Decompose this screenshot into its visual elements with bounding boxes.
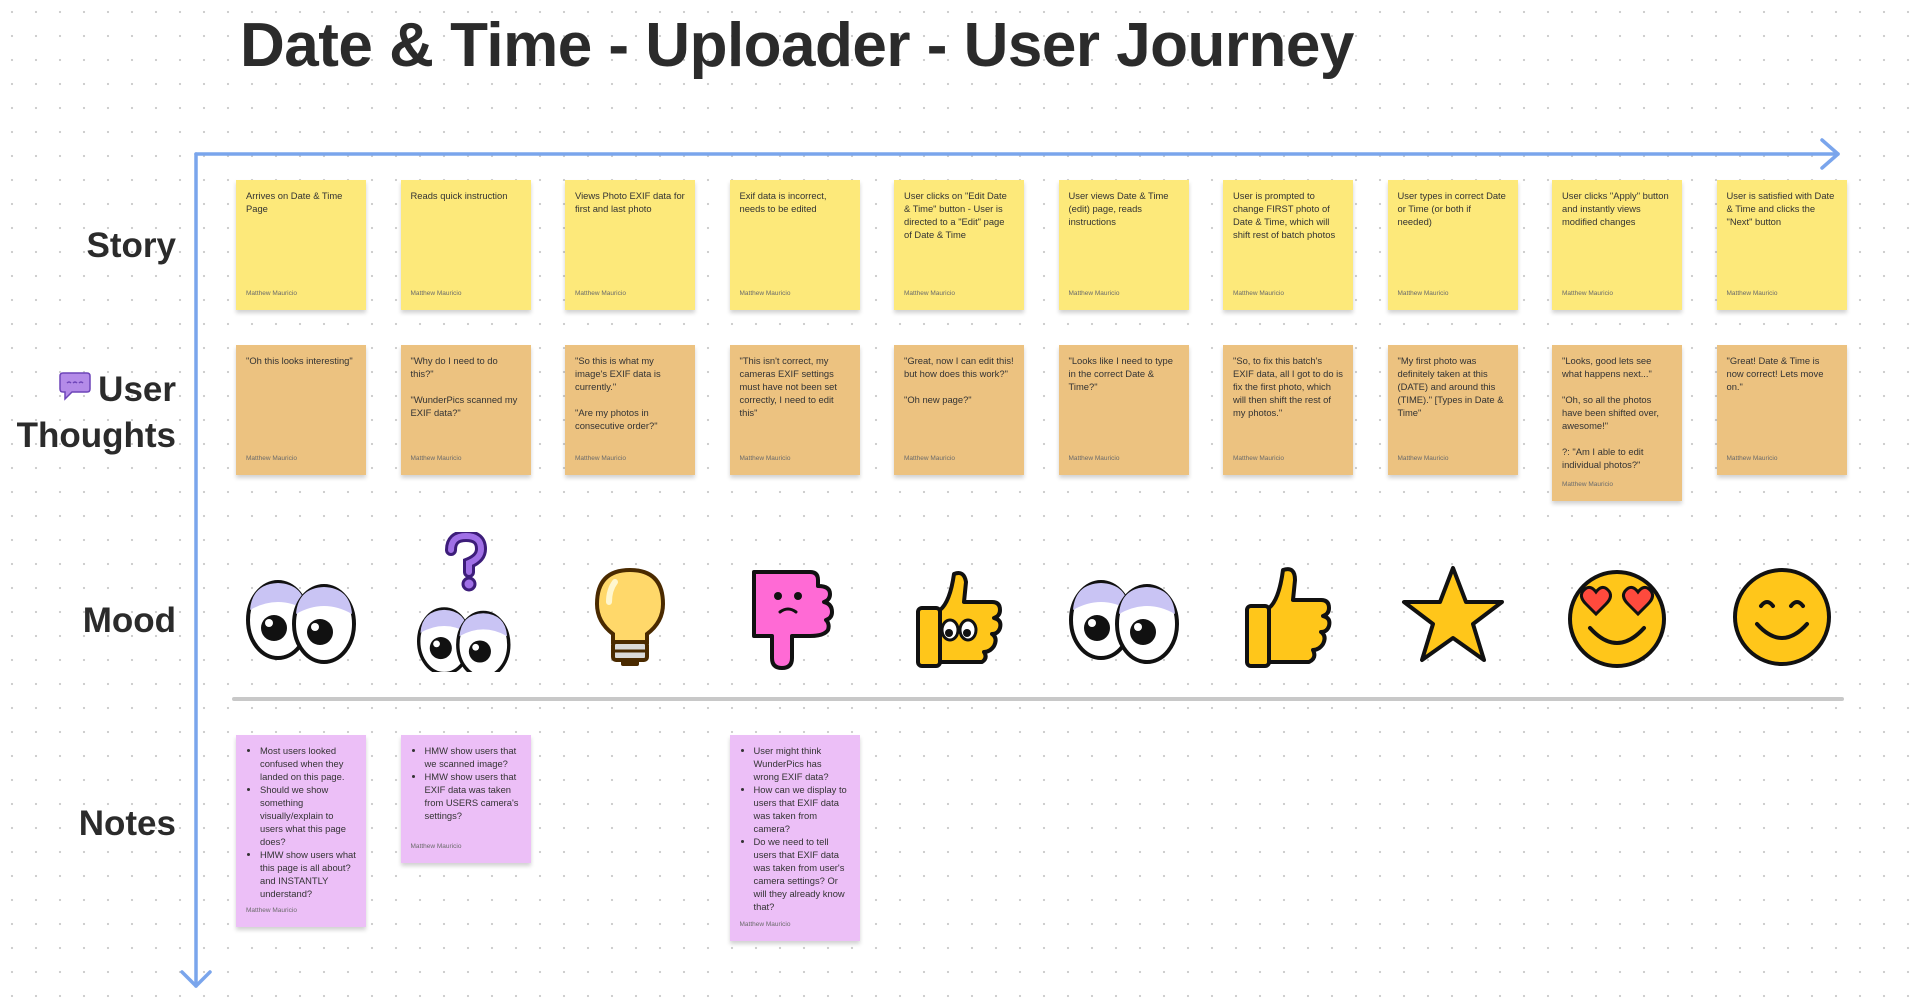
note-item: Should we show something visually/explai… <box>260 783 356 848</box>
sticky-author: Matthew Mauricio <box>739 921 791 928</box>
sticky-text: User clicks "Apply" button and instantly… <box>1562 190 1672 227</box>
thought-sticky-5[interactable]: "Great, now I can edit this! but how doe… <box>894 345 1024 475</box>
sticky-text: User views Date & Time (edit) page, read… <box>1068 190 1172 227</box>
note-item: User might think WunderPics has wrong EX… <box>754 744 850 783</box>
thumbs-up-icon <box>1233 562 1343 672</box>
sticky-text: Arrives on Date & Time Page <box>246 190 345 214</box>
note-sticky-4[interactable]: User might think WunderPics has wrong EX… <box>729 735 860 941</box>
row-label-user: User <box>98 370 176 409</box>
story-sticky-8[interactable]: User types in correct Date or Time (or b… <box>1387 180 1518 310</box>
sticky-author: Matthew Mauricio <box>575 455 626 462</box>
sticky-author: Matthew Mauricio <box>410 290 462 297</box>
thought-sticky-1[interactable]: "Oh this looks interesting" Matthew Mauri… <box>236 345 366 475</box>
thought-sticky-6[interactable]: "Looks like I need to type in the correc… <box>1058 345 1189 475</box>
page-title: Date & Time - Uploader - User Journey <box>240 11 1354 80</box>
thought-bubble-icon <box>58 369 92 414</box>
y-axis-arrowhead <box>180 970 212 988</box>
note-item: HMW show users what this page is all abo… <box>260 848 356 900</box>
sticky-author: Matthew Mauricio <box>1068 455 1120 462</box>
sticky-author: Matthew Mauricio <box>1397 455 1449 462</box>
thumbs-down-face-icon <box>740 562 850 672</box>
note-list: Most users looked confused when they lan… <box>246 744 356 900</box>
note-item: How can we display to users that EXIF da… <box>754 783 850 835</box>
star-icon <box>1398 562 1508 672</box>
sticky-text: "This isn't correct, my cameras EXIF set… <box>739 355 840 418</box>
story-sticky-5[interactable]: User clicks on "Edit Date & Time" button… <box>894 180 1024 310</box>
sticky-author: Matthew Mauricio <box>1397 290 1449 297</box>
sticky-author: Matthew Mauricio <box>739 455 791 462</box>
row-label-mood: Mood <box>82 601 176 640</box>
sticky-text: "Great! Date & Time is now correct! Lets… <box>1726 355 1827 392</box>
sticky-author: Matthew Mauricio <box>246 290 297 297</box>
smiley-face-icon <box>1727 562 1837 672</box>
thought-sticky-3[interactable]: "So this is what my image's EXIF data is… <box>565 345 695 475</box>
sticky-author: Matthew Mauricio <box>739 290 791 297</box>
sticky-author: Matthew Mauricio <box>575 290 626 297</box>
story-sticky-9[interactable]: User clicks "Apply" button and instantly… <box>1552 180 1682 310</box>
story-sticky-10[interactable]: User is satisfied with Date & Time and c… <box>1716 180 1847 310</box>
sticky-author: Matthew Mauricio <box>904 455 955 462</box>
sticky-text: User is satisfied with Date & Time and c… <box>1726 190 1837 227</box>
note-item: Most users looked confused when they lan… <box>260 744 356 783</box>
note-list: HMW show users that we scanned image?HMW… <box>411 744 521 822</box>
row-label-thoughts: Thoughts <box>16 416 176 456</box>
sticky-text: "So this is what my image's EXIF data is… <box>575 355 661 431</box>
sticky-text: "Oh this looks interesting" <box>246 355 353 366</box>
note-item: HMW show users that we scanned image? <box>425 744 521 770</box>
story-sticky-7[interactable]: User is prompted to change FIRST photo o… <box>1223 180 1353 310</box>
row-label-story: Story <box>86 226 176 265</box>
notes-divider <box>232 697 1844 701</box>
light-bulb-icon <box>575 562 685 672</box>
row-label-notes: Notes <box>78 804 176 843</box>
sticky-author: Matthew Mauricio <box>1068 290 1120 297</box>
thought-sticky-2[interactable]: "Why do I need to do this?" "WunderPics … <box>400 345 531 475</box>
eyes-icon <box>1068 562 1179 672</box>
note-sticky-1[interactable]: Most users looked confused when they lan… <box>236 735 366 927</box>
sticky-author: Matthew Mauricio <box>1233 455 1284 462</box>
sticky-author: Matthew Mauricio <box>246 455 297 462</box>
sticky-text: "Great, now I can edit this! but how doe… <box>904 355 1014 405</box>
heart-eyes-face-icon <box>1562 562 1672 672</box>
note-sticky-2[interactable]: HMW show users that we scanned image?HMW… <box>400 735 531 863</box>
eyes-icon <box>246 562 356 672</box>
sticky-text: "Why do I need to do this?" "WunderPics … <box>410 355 518 418</box>
sticky-text: User is prompted to change FIRST photo o… <box>1233 190 1336 240</box>
sticky-text: "Looks like I need to type in the correc… <box>1068 355 1176 392</box>
questioning-eyes-icon <box>411 529 521 679</box>
sticky-text: Exif data is incorrect, needs to be edit… <box>739 190 830 214</box>
sticky-author: Matthew Mauricio <box>1233 290 1284 297</box>
sticky-text: Views Photo EXIF data for first and last… <box>575 190 688 214</box>
thought-sticky-7[interactable]: "So, to fix this batch's EXIF data, all … <box>1223 345 1353 475</box>
sticky-text: "Looks, good lets see what happens next.… <box>1562 355 1659 470</box>
thought-sticky-9[interactable]: "Looks, good lets see what happens next.… <box>1552 345 1682 501</box>
sticky-author: Matthew Mauricio <box>1726 455 1778 462</box>
sticky-author: Matthew Mauricio <box>410 455 462 462</box>
sticky-author: Matthew Mauricio <box>246 907 297 914</box>
sticky-text: User types in correct Date or Time (or b… <box>1397 190 1509 227</box>
note-list: User might think WunderPics has wrong EX… <box>740 744 850 913</box>
sticky-author: Matthew Mauricio <box>1562 290 1613 297</box>
row-label-user-thoughts: User Thoughts <box>0 368 176 458</box>
sticky-author: Matthew Mauricio <box>904 290 955 297</box>
story-sticky-6[interactable]: User views Date & Time (edit) page, read… <box>1058 180 1189 310</box>
sticky-text: Reads quick instruction <box>410 190 508 201</box>
story-sticky-4[interactable]: Exif data is incorrect, needs to be edit… <box>729 180 860 310</box>
sticky-text: "My first photo was definitely taken at … <box>1397 355 1506 418</box>
sticky-author: Matthew Mauricio <box>410 843 462 850</box>
story-sticky-3[interactable]: Views Photo EXIF data for first and last… <box>565 180 695 310</box>
sticky-text: "So, to fix this batch's EXIF data, all … <box>1233 355 1346 418</box>
thought-sticky-10[interactable]: "Great! Date & Time is now correct! Lets… <box>1716 345 1847 475</box>
thought-sticky-4[interactable]: "This isn't correct, my cameras EXIF set… <box>729 345 860 475</box>
sticky-text: User clicks on "Edit Date & Time" button… <box>904 190 1010 240</box>
x-axis-arrowhead <box>1820 138 1840 170</box>
note-item: Do we need to tell users that EXIF data … <box>754 835 850 913</box>
sticky-author: Matthew Mauricio <box>1726 290 1778 297</box>
thought-sticky-8[interactable]: "My first photo was definitely taken at … <box>1387 345 1518 475</box>
thumbs-up-eyes-icon <box>904 562 1014 672</box>
sticky-author: Matthew Mauricio <box>1562 481 1613 488</box>
note-item: HMW show users that EXIF data was taken … <box>425 770 521 822</box>
